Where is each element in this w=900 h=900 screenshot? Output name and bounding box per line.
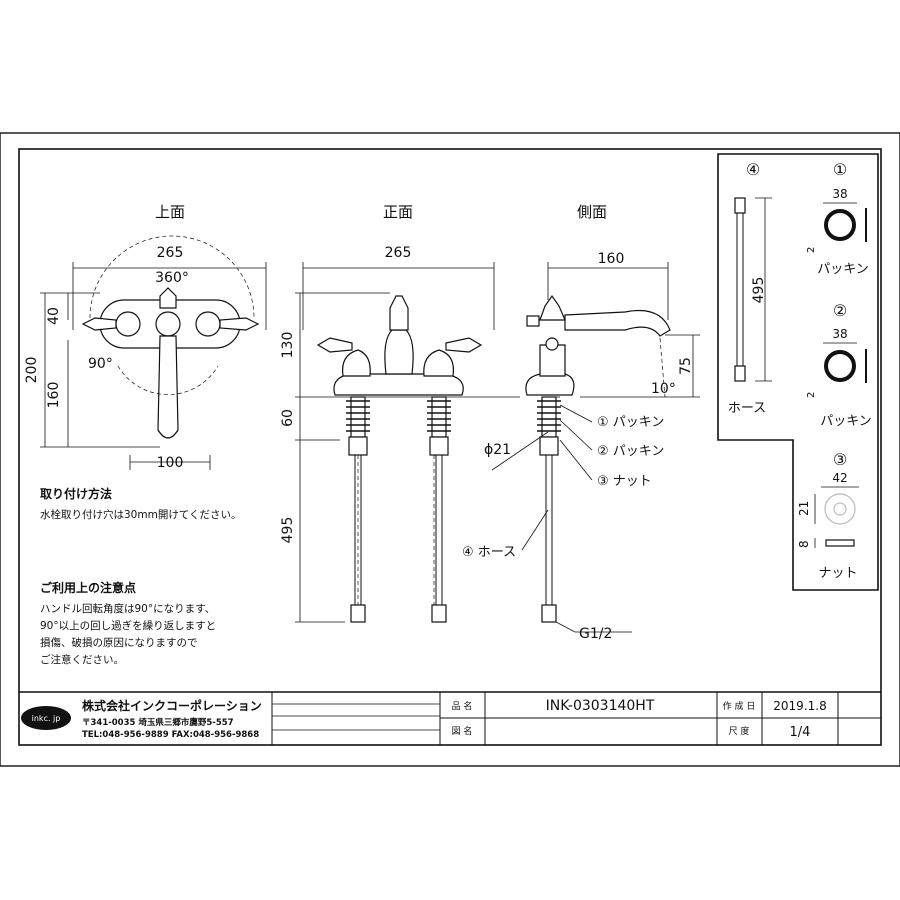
caution-line-3: 損傷、破損の原因になりますので bbox=[40, 637, 198, 649]
parts-panel: ④ ① 495 ホース 38 2 パッキン ② 38 2 パッキン ③ 42 2… bbox=[728, 160, 872, 581]
part2-thick: 2 bbox=[806, 392, 817, 398]
hose-label: ホース bbox=[728, 401, 766, 416]
inner-frame bbox=[18, 148, 882, 746]
front-view: 正面 265 130 60 495 bbox=[280, 203, 520, 623]
top-view-title: 上面 bbox=[155, 203, 185, 221]
drawing-label: 図 名 bbox=[452, 725, 473, 737]
title-block: inkc. jp 株式会社インクコーポレーション 〒341-0035 埼玉県三郷… bbox=[19, 691, 881, 745]
hose-length-dim: 495 bbox=[751, 277, 767, 304]
top-160-dim: 160 bbox=[46, 382, 62, 409]
callout-packing-2: ② パッキン bbox=[597, 444, 664, 459]
company-address: 〒341-0035 埼玉県三郷市鷹野5-557 bbox=[82, 717, 234, 728]
company-logo bbox=[21, 706, 71, 730]
part1-dim: 38 bbox=[832, 187, 847, 201]
company-name: 株式会社インクコーポレーション bbox=[82, 698, 262, 713]
part2-number: ② bbox=[833, 301, 847, 320]
part3-dim: 42 bbox=[832, 471, 847, 485]
scale-value: 1/4 bbox=[790, 725, 811, 740]
caution-line-2: 90°以上の回し過ぎを繰り返しますと bbox=[40, 620, 217, 632]
top-rotation-dim: 360° bbox=[155, 270, 189, 286]
installation-text: 水栓取り付け穴は30mm開けてください。 bbox=[40, 509, 242, 521]
side-10-dim: 10° bbox=[651, 381, 676, 397]
front-60-dim: 60 bbox=[280, 409, 296, 427]
outer-frame bbox=[0, 132, 900, 767]
part1-thick: 2 bbox=[806, 247, 817, 253]
date-label: 作 成 日 bbox=[723, 700, 756, 712]
caution-title: ご利用上の注意点 bbox=[40, 581, 137, 595]
product-label: 品 名 bbox=[452, 700, 473, 712]
top-100-dim: 100 bbox=[157, 455, 184, 471]
caution-line-4: ご注意ください。 bbox=[40, 654, 124, 666]
side-view: 側面 160 75 10° bbox=[462, 203, 700, 642]
part3-h21: 21 bbox=[797, 501, 811, 516]
front-495-dim: 495 bbox=[280, 517, 296, 544]
part3-number: ③ bbox=[833, 450, 847, 469]
side-view-title: 側面 bbox=[577, 203, 607, 221]
date-value: 2019.1.8 bbox=[773, 699, 826, 713]
part2-dim: 38 bbox=[832, 327, 847, 341]
part1-number: ① bbox=[833, 160, 847, 179]
side-g12-dim: G1/2 bbox=[579, 626, 612, 642]
parts-panel-frame bbox=[717, 153, 879, 591]
callout-packing-1: ① パッキン bbox=[597, 415, 664, 430]
product-value: INK-0303140HT bbox=[546, 698, 655, 714]
front-130-dim: 130 bbox=[280, 332, 296, 359]
top-40-dim: 40 bbox=[46, 307, 62, 325]
logo-text: inkc. jp bbox=[32, 714, 61, 723]
scale-label: 尺 度 bbox=[729, 725, 750, 737]
top-200-dim: 200 bbox=[24, 357, 40, 384]
installation-title: 取り付け方法 bbox=[40, 487, 113, 501]
part3-label: ナット bbox=[818, 566, 857, 581]
part3-h8: 8 bbox=[797, 540, 811, 548]
top-90-dim: 90° bbox=[88, 356, 113, 372]
callout-nut: ③ ナット bbox=[597, 474, 652, 489]
part4-number: ④ bbox=[746, 160, 760, 179]
company-tel-fax: TEL:048-956-9889 FAX:048-956-9868 bbox=[82, 730, 259, 740]
side-75-dim: 75 bbox=[678, 357, 694, 375]
side-phi21-dim: ϕ21 bbox=[484, 442, 511, 458]
top-view: 上面 265 360° 200 40 160 90° 100 bbox=[24, 203, 267, 471]
part1-label: パッキン bbox=[817, 262, 869, 277]
callout-hose: ④ ホース bbox=[462, 545, 516, 560]
part2-label: パッキン bbox=[820, 414, 872, 429]
installation-note: 取り付け方法 水栓取り付け穴は30mm開けてください。 bbox=[40, 486, 242, 524]
top-width-dim: 265 bbox=[157, 245, 184, 261]
front-view-title: 正面 bbox=[383, 203, 413, 221]
side-160-dim: 160 bbox=[598, 251, 625, 267]
caution-note: ご利用上の注意点 ハンドル回転角度は90°になります、 90°以上の回し過ぎを繰… bbox=[40, 580, 216, 669]
front-width-dim: 265 bbox=[385, 245, 412, 261]
caution-line-1: ハンドル回転角度は90°になります、 bbox=[40, 603, 216, 615]
